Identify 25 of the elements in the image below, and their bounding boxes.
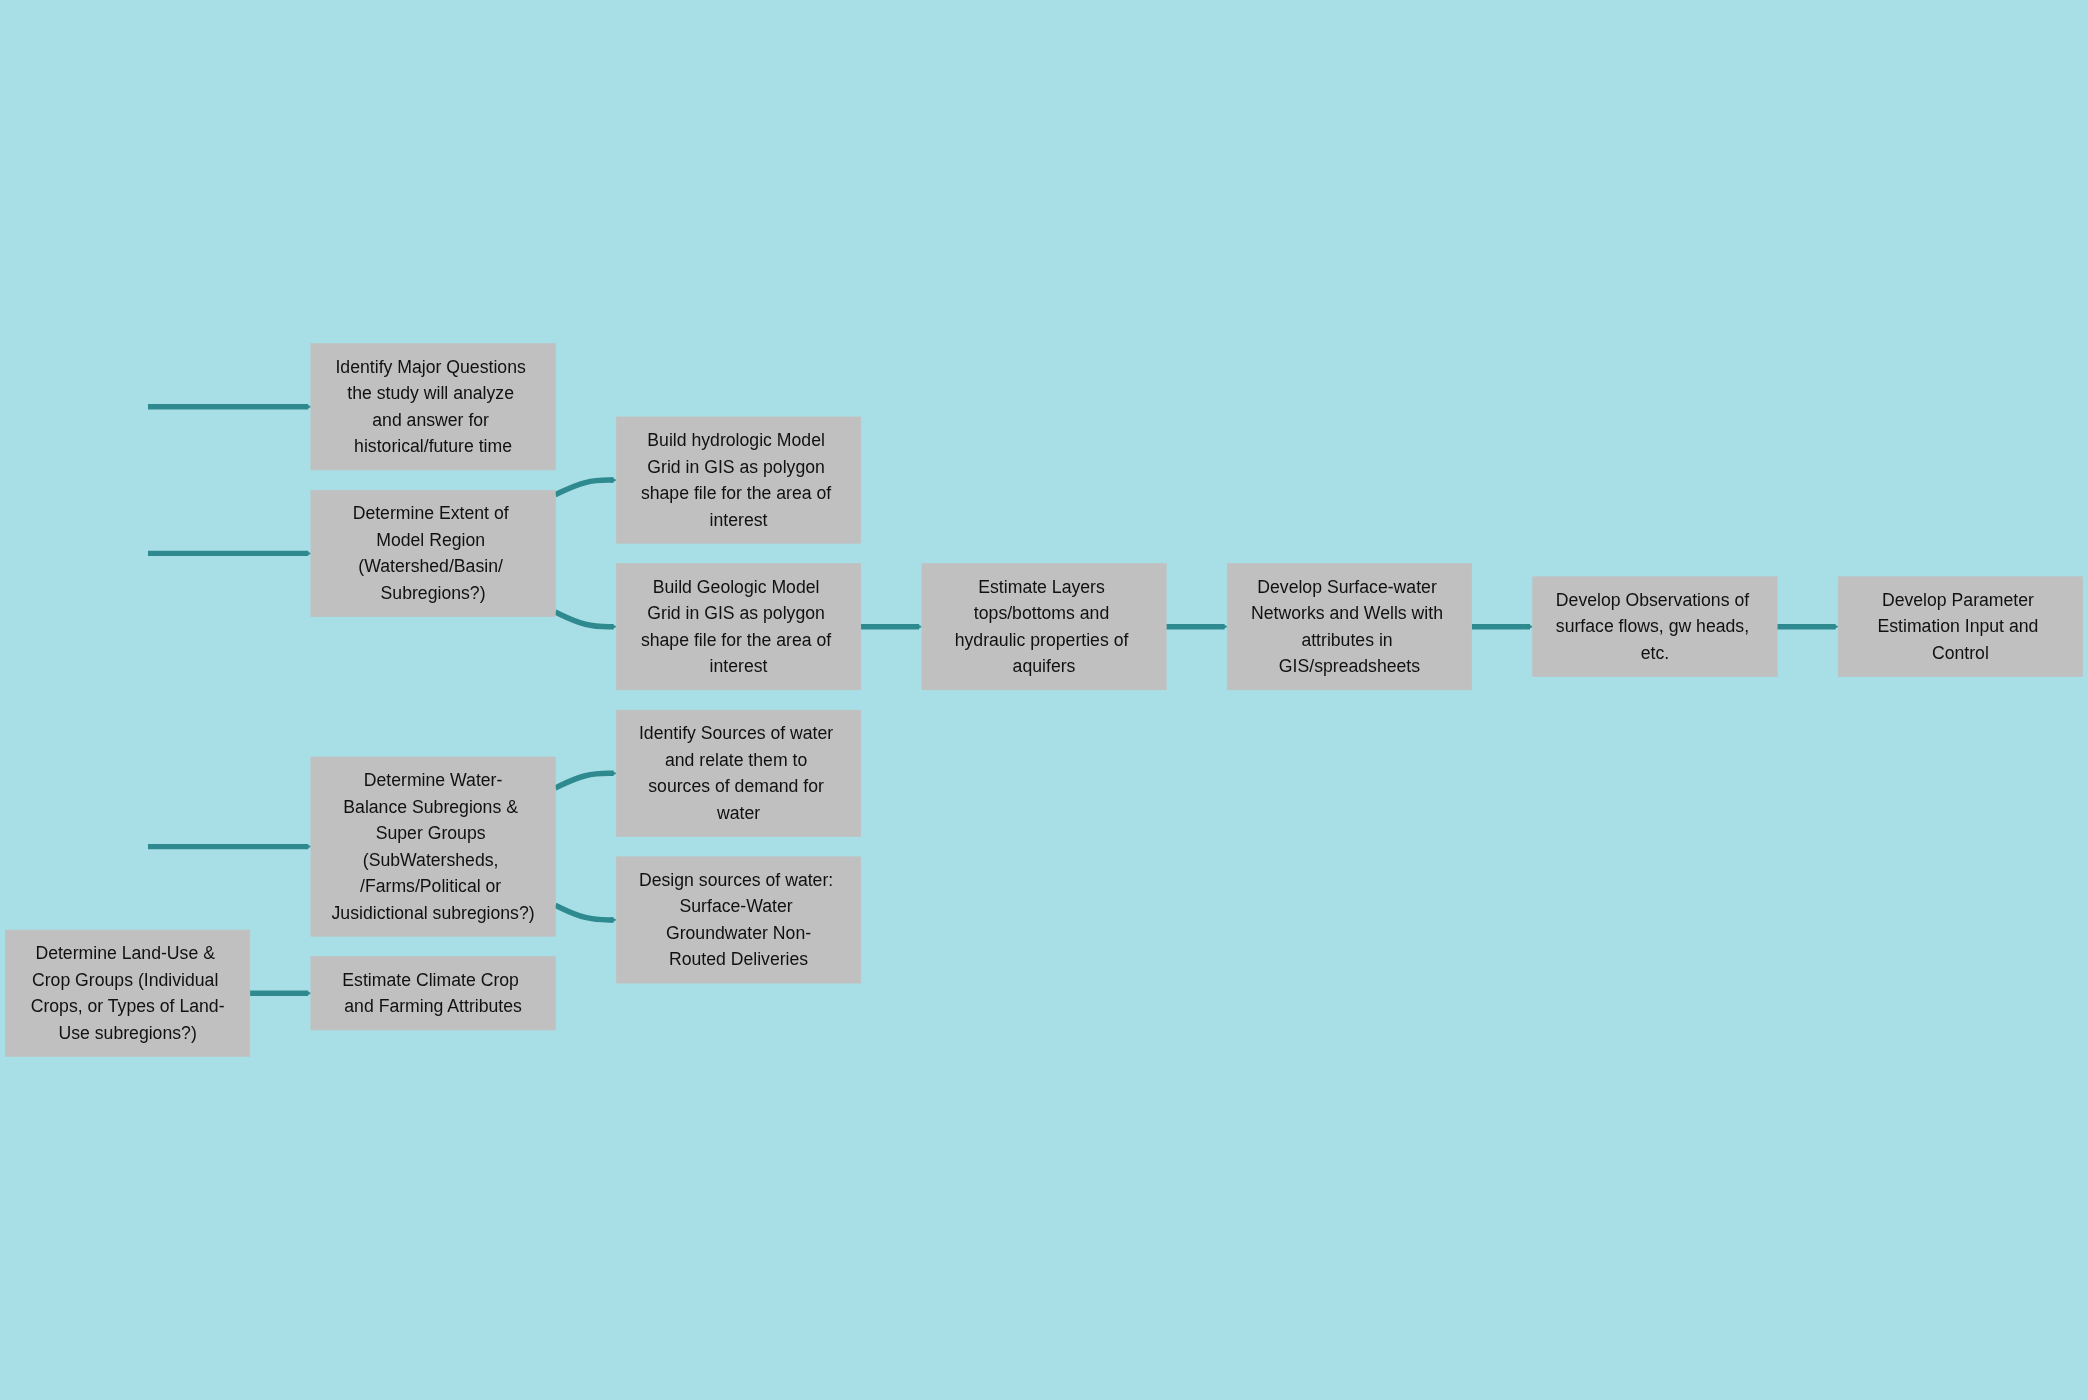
node-box: Determine Water-Balance Subregions & Super Groups (SubWatersheds, /Farms/Political or Jusidictional subregions?) xyxy=(310,756,556,937)
node-box: Estimate Layers tops/bottoms and hydraulic properties of aquifers xyxy=(921,563,1167,691)
arrow xyxy=(148,550,312,557)
node-box: Develop Parameter Estimation Input and Control xyxy=(1837,576,2083,677)
arrow xyxy=(554,902,617,923)
arrow xyxy=(554,609,617,630)
arrow xyxy=(1471,623,1533,630)
arrow xyxy=(148,403,312,410)
arrow xyxy=(1777,623,1839,630)
node-box: Estimate Climate Crop and Farming Attributes xyxy=(310,956,556,1031)
node-box: Develop Observations of surface flows, gw heads, etc. xyxy=(1532,576,1778,677)
arrow xyxy=(554,477,617,498)
node-box: Determine Extent of Model Region (Watershed/Basin/ Subregions?) xyxy=(310,489,556,617)
arrow xyxy=(1166,623,1228,630)
node-box: Identify Major Questions the study will analyze and answer for historical/future time xyxy=(310,343,556,471)
node-box: Determine Land-Use & Crop Groups (Individual Crops, or Types of Land-Use subregions?) xyxy=(5,929,251,1057)
arrow xyxy=(148,843,312,850)
arrow xyxy=(860,623,923,630)
node-box: Develop Surface-water Networks and Wells with attributes in GIS/spreadsheets xyxy=(1226,563,1472,691)
node-box: Identify Sources of water and relate them to sources of demand for water xyxy=(616,709,862,837)
node-box: Build hydrologic Model Grid in GIS as polygon shape file for the area of interest xyxy=(616,416,862,544)
arrow xyxy=(249,990,312,997)
node-box: Design sources of water: Surface-Water Groundwater Non-Routed Deliveries xyxy=(616,856,862,984)
arrow xyxy=(554,770,617,791)
node-box: Build Geologic Model Grid in GIS as polygon shape file for the area of interest xyxy=(616,563,862,691)
